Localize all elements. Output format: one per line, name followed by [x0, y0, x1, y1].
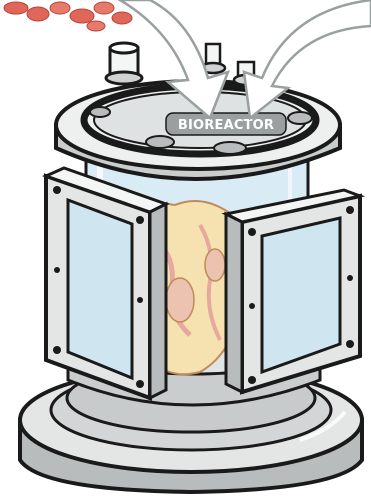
right-frame-panel	[226, 190, 360, 392]
left-frame-panel	[46, 168, 166, 398]
bioreactor-label: BIOREACTOR	[166, 113, 286, 135]
vessel-label-text: BIOREACTOR	[178, 118, 274, 133]
lid-port	[106, 43, 142, 84]
